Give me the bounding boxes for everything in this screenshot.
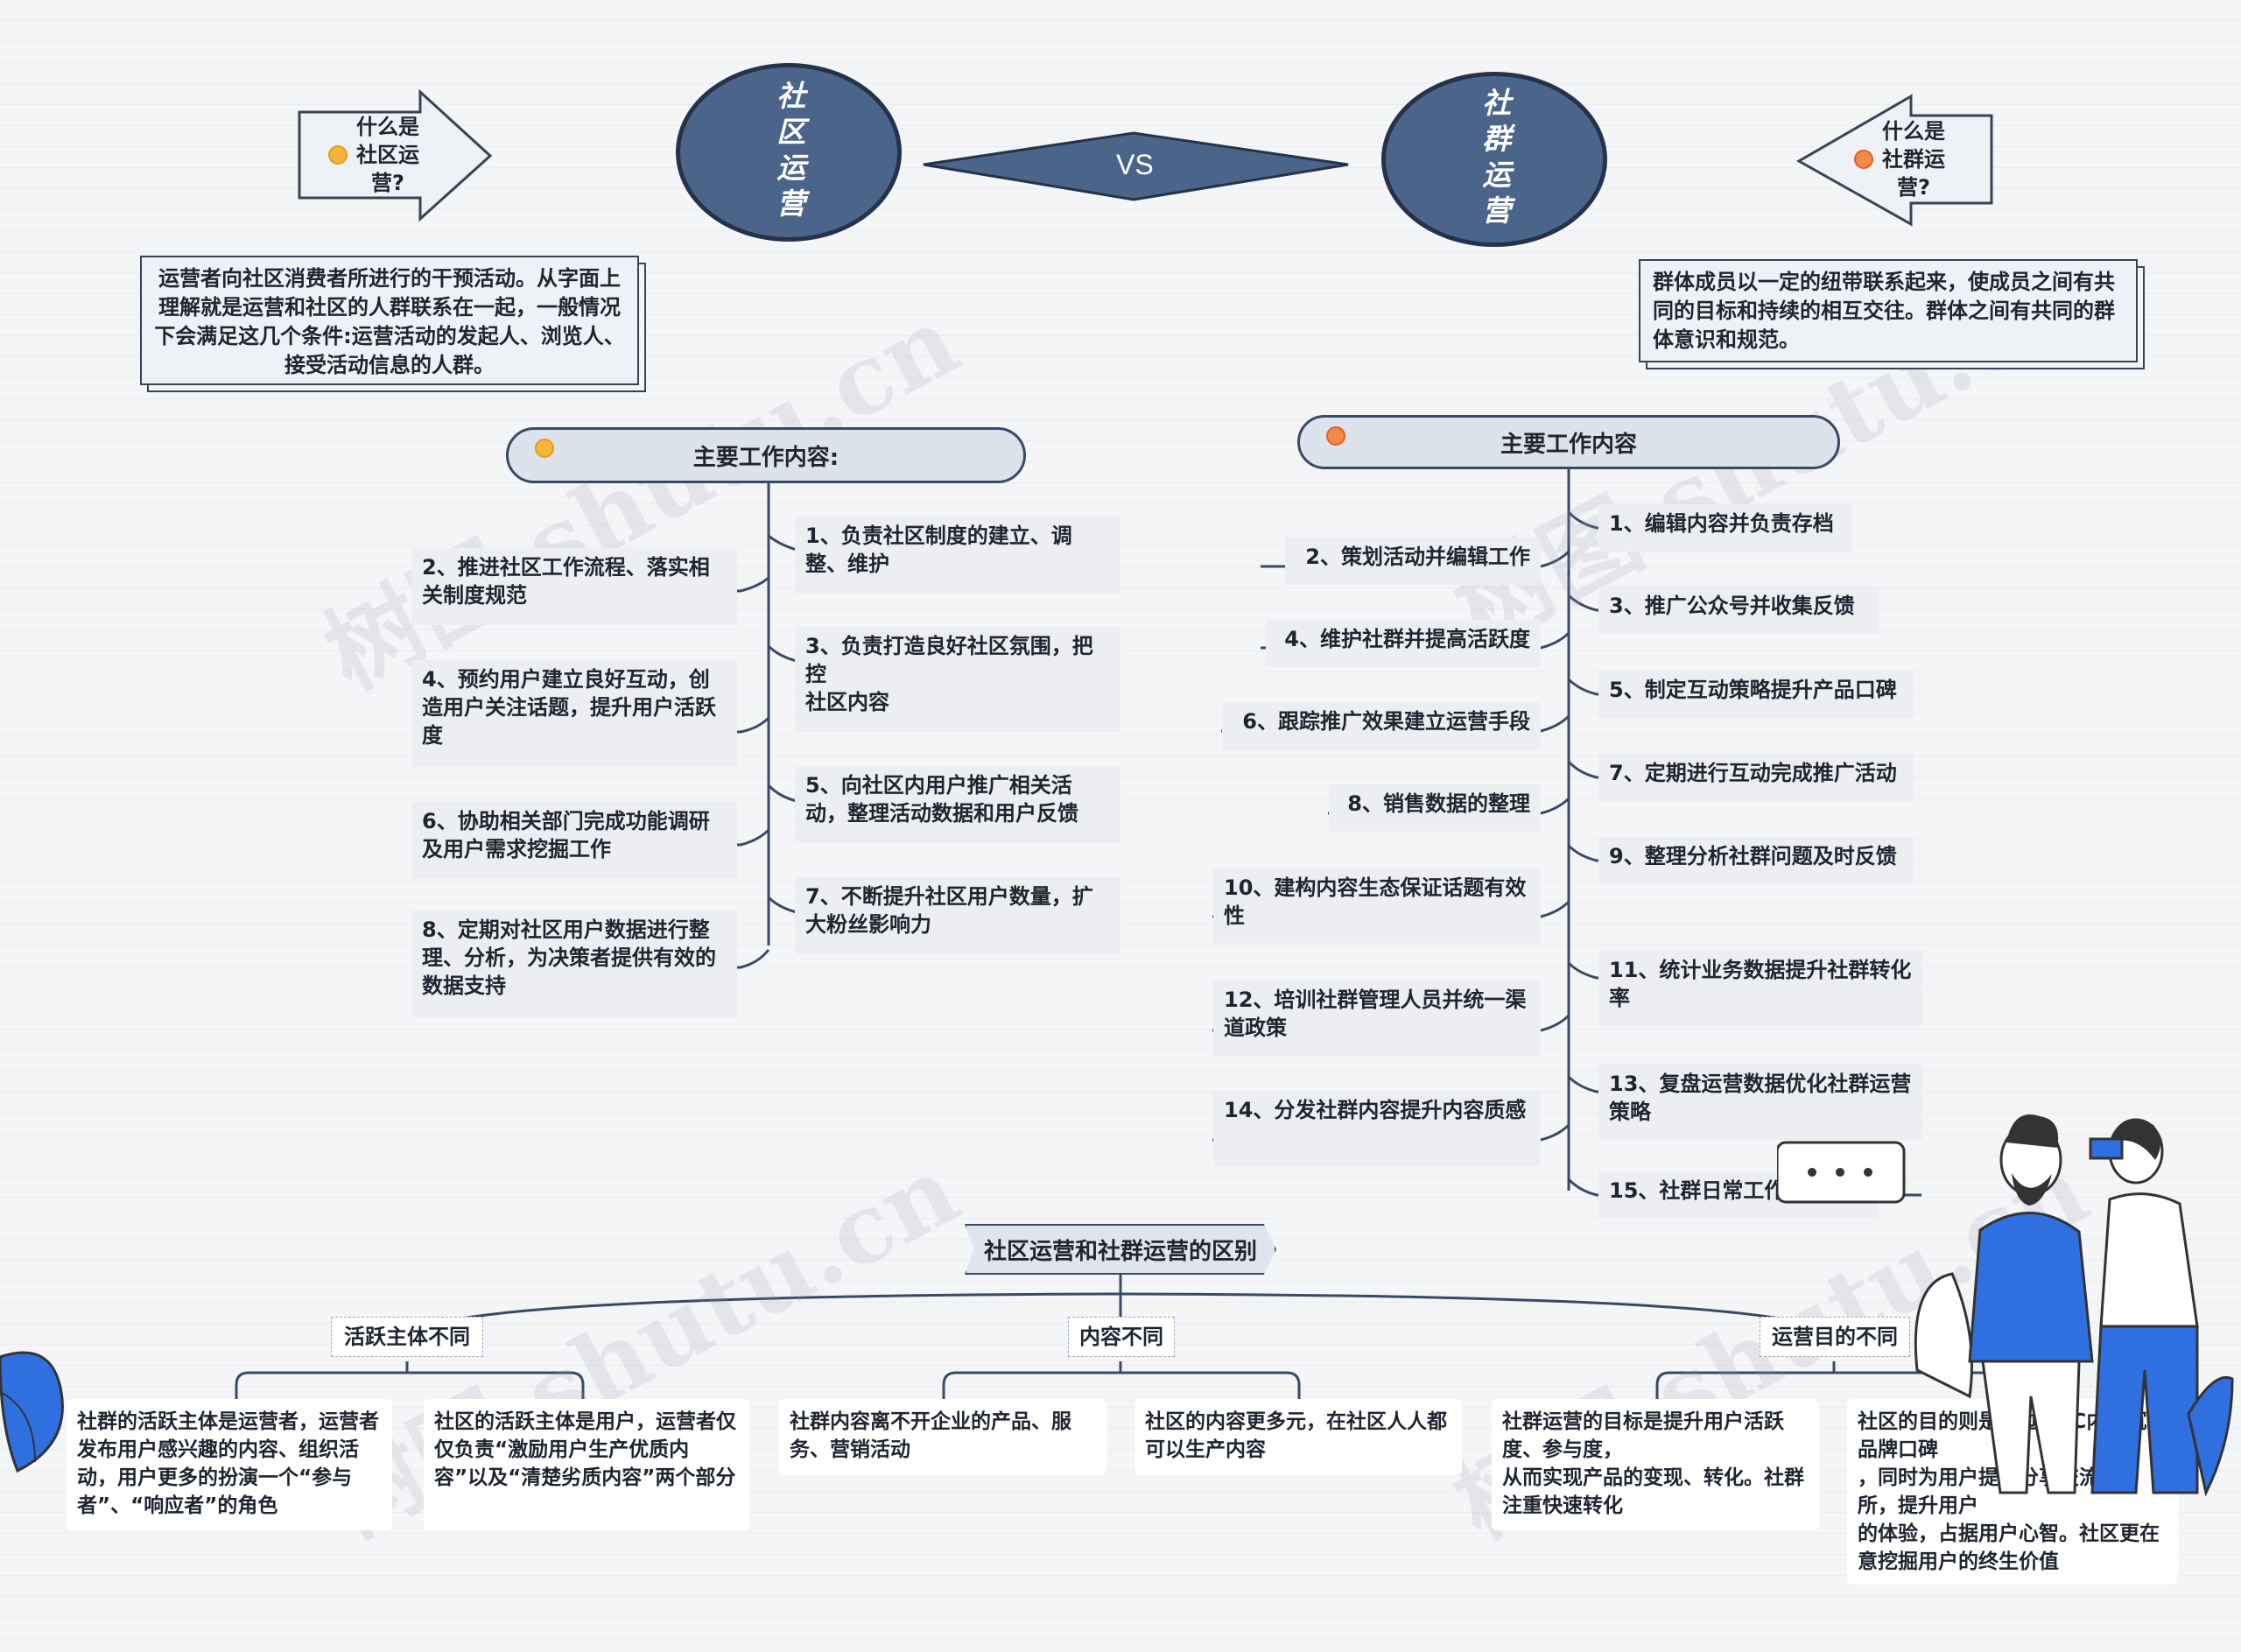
coin-icon (328, 145, 348, 165)
right-work-item-11: 11、统计业务数据提升社群转化率 (1598, 951, 1922, 1026)
right-definition-box: 群体成员以一定的纽带联系起来，使成员之间有共同的目标和持续的相互交往。群体之间有… (1639, 259, 2138, 362)
user-icon (1326, 426, 1345, 446)
left-work-item-8: 8、定期对社区用户数据进行整理、分析，为决策者提供有效的数据支持 (411, 910, 737, 1017)
category-active-subject: 活跃主体不同 (331, 1317, 483, 1357)
note-icon (1854, 150, 1873, 169)
people-illustration (1777, 1114, 2234, 1497)
category-purpose: 运营目的不同 (1760, 1317, 1910, 1357)
left-work-item-7: 7、不断提升社区用户数量，扩大粉丝影响力 (795, 877, 1120, 954)
diff-leaf-3: 社群内容离不开企业的产品、服务、营销活动 (779, 1399, 1106, 1474)
right-question-text: 什么是社群运营? (1882, 119, 1945, 200)
diff-leaf-4: 社区的内容更多元，在社区人人都可以生产内容 (1135, 1399, 1462, 1474)
leaf-decoration (0, 1351, 64, 1473)
right-work-item-7: 7、定期进行互动完成推广活动 (1598, 754, 1914, 801)
right-work-item-13: 13、复盘运营数据优化社群运营策略 (1598, 1065, 1922, 1140)
right-question: 什么是社群运营? (1854, 116, 1977, 203)
right-work-item-3: 3、推广公众号并收集反馈 (1598, 587, 1879, 634)
left-work-item-4: 4、预约用户建立良好互动，创造用户关注话题，提升用户活跃度 (411, 660, 737, 767)
vs-diamond (923, 131, 1349, 201)
category-content: 内容不同 (1068, 1317, 1175, 1357)
right-work-title: 主要工作内容 (1500, 431, 1637, 458)
right-title: 社群运营 (1477, 88, 1512, 231)
left-definition-box: 运营者向社区消费者所进行的干预活动。从字面上理解就是运营和社区的人群联系在一起，… (140, 256, 639, 385)
right-work-item-9: 9、整理分析社群问题及时反馈 (1598, 837, 1914, 884)
right-work-item-6: 6、跟踪推广效果建立运营手段 (1222, 702, 1541, 749)
right-work-item-8: 8、销售数据的整理 (1329, 784, 1541, 832)
right-work-item-14: 14、分发社群内容提升内容质感 (1213, 1091, 1541, 1166)
left-work-item-6: 6、协助相关部门完成功能调研及用户需求挖掘工作 (411, 802, 737, 879)
right-work-item-1: 1、编辑内容并负责存档 (1598, 504, 1852, 552)
difference-title-text: 社区运营和社群运营的区别 (983, 1238, 1257, 1265)
left-work-item-1: 1、负责社区制度的建立、调整、维护 (795, 517, 1120, 594)
left-title-ellipse: 社区运营 (676, 63, 902, 242)
right-work-item-10: 10、建构内容生态保证话题有效性 (1213, 868, 1541, 944)
right-title-ellipse: 社群运营 (1381, 72, 1607, 247)
right-work-title-pill: 主要工作内容 (1297, 415, 1840, 469)
left-work-item-3: 3、负责打造良好社区氛围，把控 社区内容 (795, 627, 1120, 732)
left-title: 社区运营 (771, 81, 806, 224)
left-question: 什么是社区运营? (328, 112, 442, 198)
right-question-arrow-shape (1795, 94, 1993, 227)
left-question-arrow-shape (298, 88, 493, 222)
left-work-item-2: 2、推进社区工作流程、落实相关制度规范 (411, 548, 737, 625)
diff-leaf-1: 社群的活跃主体是运营者，运营者发布用户感兴趣的内容、组织活动，用户更多的扮演一个… (67, 1399, 392, 1530)
right-work-item-5: 5、制定互动策略提升产品口碑 (1598, 671, 1914, 718)
right-work-item-4: 4、维护社群并提高活跃度 (1266, 620, 1541, 667)
vs-label: VS (1116, 149, 1154, 180)
left-work-item-5: 5、向社区内用户推广相关活动，整理活动数据和用户反馈 (795, 766, 1120, 843)
right-work-item-12: 12、培训社群管理人员并统一渠道政策 (1213, 981, 1541, 1056)
chart-icon (535, 439, 554, 458)
diff-leaf-2: 社区的活跃主体是用户，运营者仅仅负责“激励用户生产优质内容”以及“清楚劣质内容”… (424, 1399, 749, 1530)
difference-title: 社区运营和社群运营的区别 (965, 1224, 1276, 1275)
left-question-text: 什么是社区运营? (356, 115, 419, 195)
left-work-title: 主要工作内容: (692, 444, 839, 471)
left-work-title-pill: 主要工作内容: (506, 427, 1026, 483)
right-work-item-2: 2、策划活动并编辑工作 (1285, 538, 1541, 585)
diff-leaf-5: 社群运营的目标是提升用户活跃度、参与度， 从而实现产品的变现、转化。社群注重快速… (1492, 1399, 1819, 1530)
